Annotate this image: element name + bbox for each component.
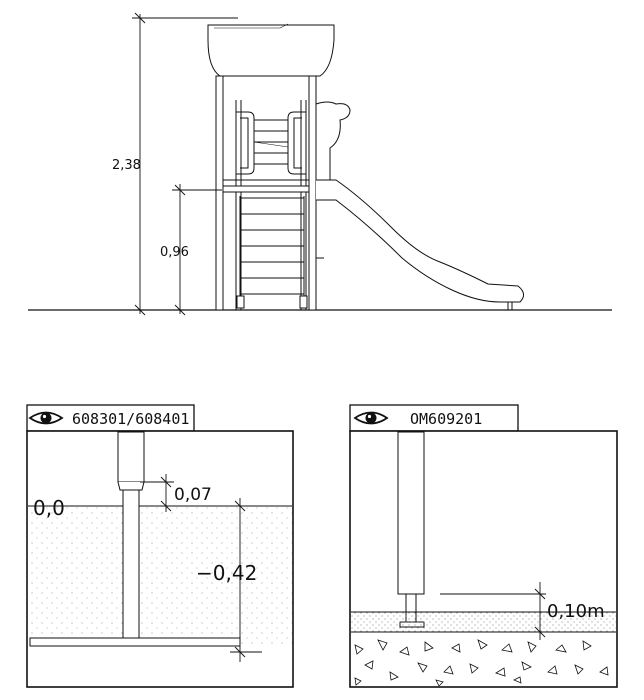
detail-right-frame [349, 430, 618, 688]
anchor-rod [122, 489, 140, 641]
detail-left-frame [26, 430, 294, 688]
slide-side-shield [315, 101, 351, 181]
eye-icon [28, 411, 64, 425]
detail-left-code: 608301/608401 [72, 410, 189, 428]
platform-deck [222, 179, 310, 193]
post-tube [117, 431, 145, 483]
hand-grips [236, 111, 306, 175]
soil-fill [28, 506, 292, 646]
surface-layer [351, 612, 616, 632]
slide [316, 179, 524, 310]
foot-plate [29, 637, 241, 647]
platform-height-value: 0,96 [160, 245, 189, 260]
dimension-depth [230, 498, 262, 662]
elevation-view [28, 23, 612, 311]
ground-level-value: 0,0 [33, 496, 65, 520]
roof-canopy [207, 23, 335, 77]
detail-right-code: OM609201 [410, 410, 482, 428]
dimension-surface-thickness [440, 582, 546, 640]
gravel-fill [354, 639, 609, 687]
dimension-platform-height [172, 184, 222, 316]
detail-left-label-box [26, 404, 195, 432]
eye-icon [353, 411, 389, 425]
post-tube [397, 431, 425, 595]
dimension-above-ground [140, 474, 174, 512]
above-ground-value: 0,07 [174, 485, 212, 505]
total-height-value: 2,38 [112, 158, 141, 173]
surface-thickness-value: 0,10m [547, 601, 605, 622]
depth-value: −0,42 [196, 561, 257, 585]
panel-slats [253, 119, 289, 165]
ladder [236, 196, 308, 309]
side-rails [235, 100, 307, 310]
detail-right-label-box [349, 404, 519, 432]
dimension-total-height [132, 12, 238, 316]
